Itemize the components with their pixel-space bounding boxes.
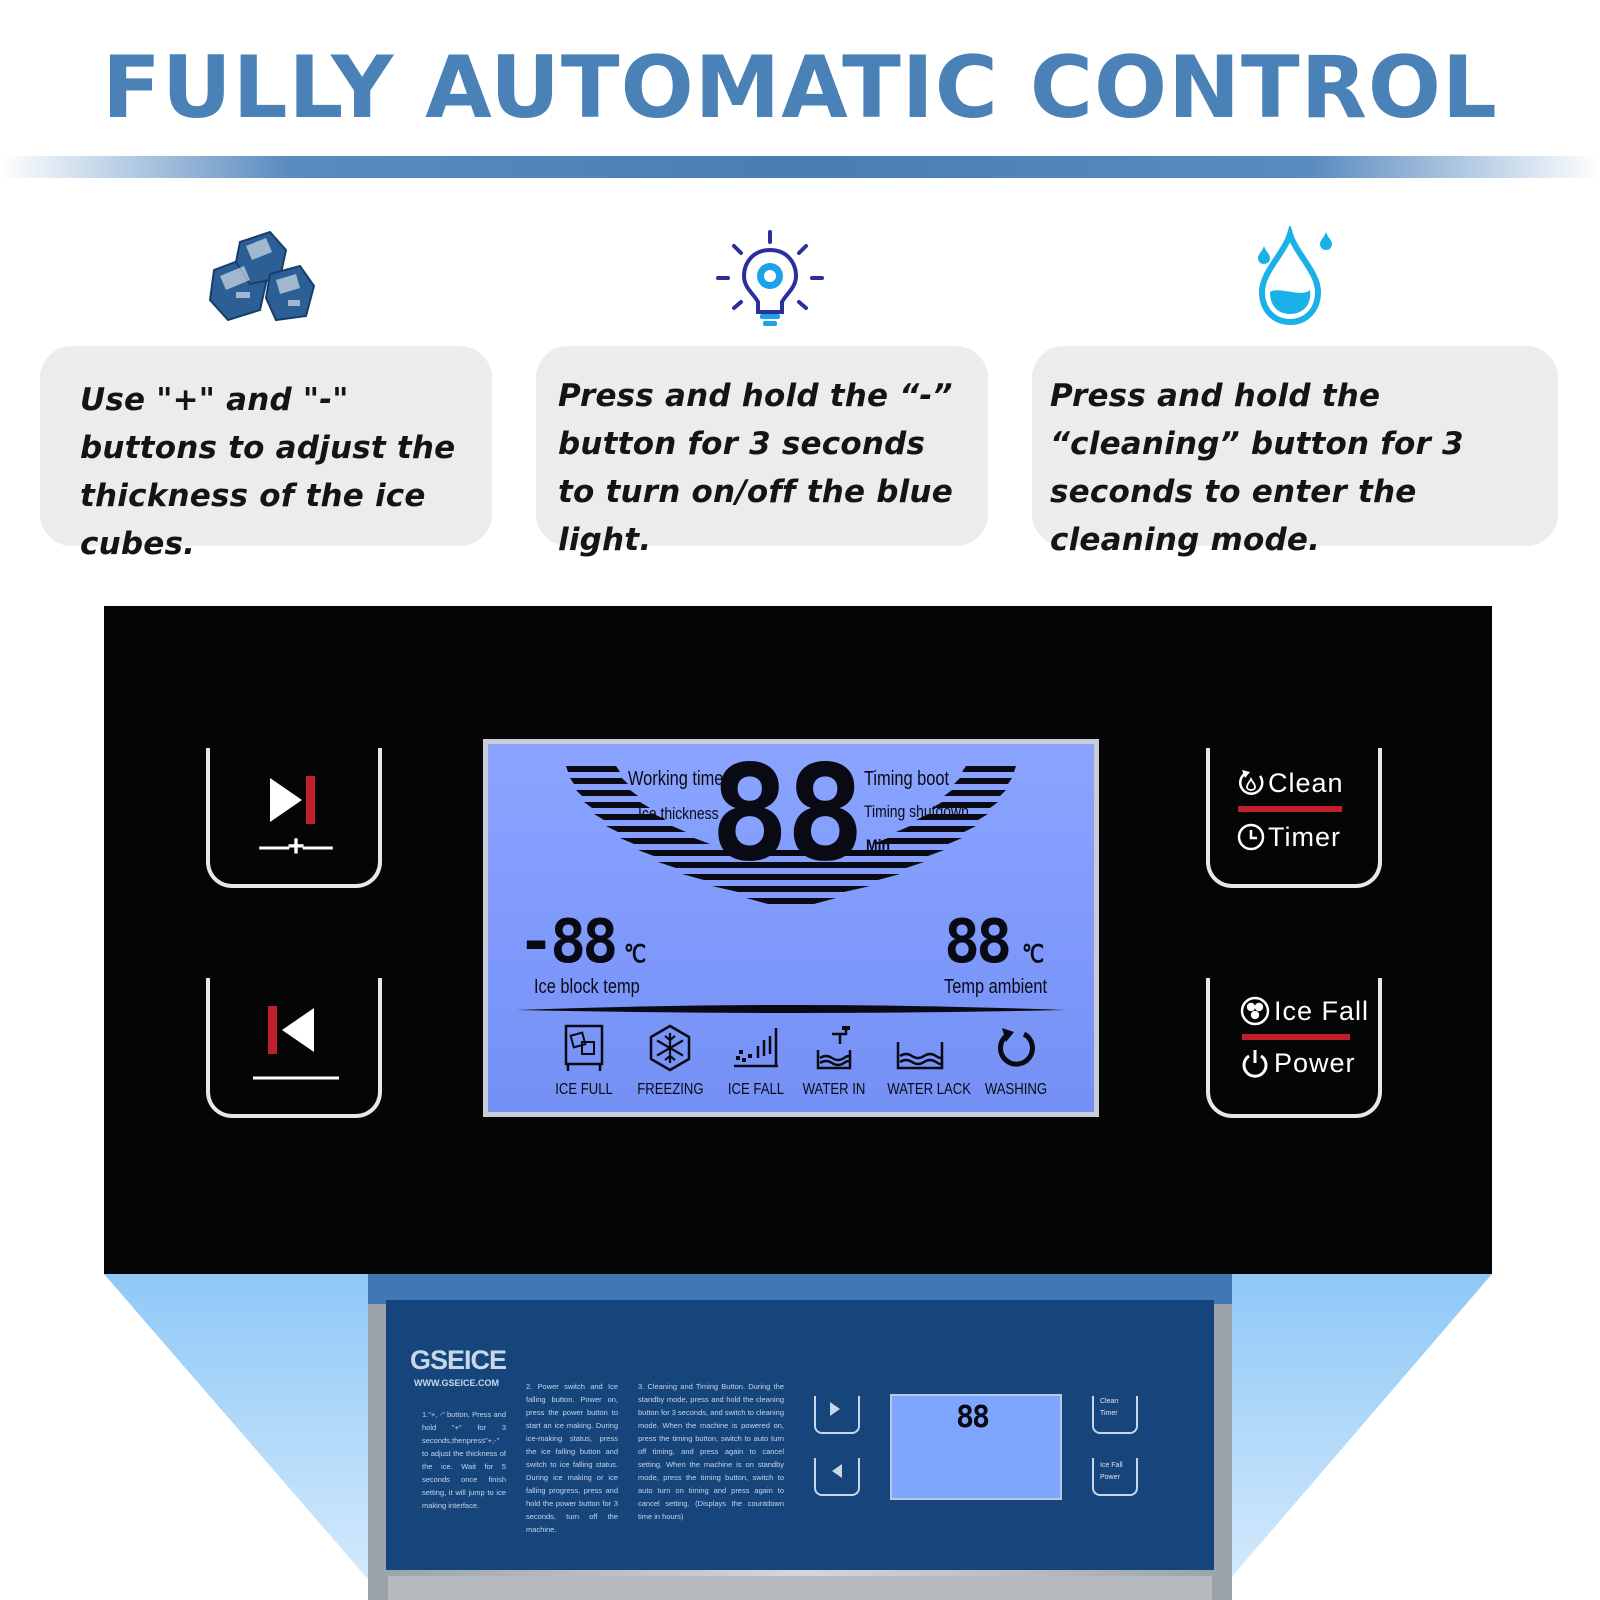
indicator-ice-full: ICE FULL <box>544 1024 624 1099</box>
water-drop-icon <box>1254 226 1340 326</box>
main-digits: 88 <box>710 737 865 891</box>
instruction-1: 1."+, -" button. Press and hold "+" for … <box>422 1410 506 1510</box>
clock-icon <box>1237 823 1265 851</box>
ice-thickness-arc <box>516 766 1066 1013</box>
ambient-digits: 88 <box>944 907 1012 977</box>
feature-card-cleaning: Press and hold the “cleaning” button for… <box>1032 346 1558 558</box>
mini-lcd: 88 <box>890 1394 1062 1500</box>
working-time-label: Working time <box>628 768 724 790</box>
feature-card-thickness: Use "+" and "-" buttons to adjust the th… <box>40 346 492 562</box>
indicator-freezing: FREEZING <box>630 1024 710 1099</box>
ice-block-unit: ℃ <box>624 941 647 968</box>
mini-icefall-power-button: Ice Fall Power <box>1092 1458 1138 1496</box>
snowflake-icon <box>649 1024 691 1072</box>
indicator-label: FREEZING <box>637 1081 704 1098</box>
mini-lcd-digits: 88 <box>956 1400 990 1435</box>
mini-icefall-label: Ice Fall <box>1100 1462 1123 1469</box>
indicator-label: WATER IN <box>802 1081 866 1098</box>
light-bulb-icon <box>716 228 824 328</box>
brand-website: WWW.GSEICE.COM <box>414 1378 499 1388</box>
temp-ambient-label: Temp ambient <box>944 976 1048 998</box>
minus-button[interactable]: ——— <box>206 978 382 1118</box>
mini-minus-button <box>814 1458 860 1496</box>
indicator-label: WASHING <box>984 1081 1048 1098</box>
power-icon <box>1242 1050 1268 1078</box>
clean-label: Clean <box>1268 768 1344 798</box>
faucet-icon <box>816 1026 852 1070</box>
ice-full-icon <box>564 1024 604 1071</box>
instruction-2: 2. Power switch and Ice falling button. … <box>526 1382 618 1534</box>
ice-cubes-icon <box>206 230 318 324</box>
indicator-water-in: WATER IN <box>794 1024 874 1099</box>
skip-back-icon <box>268 1006 314 1054</box>
indicator-washing: WASHING <box>976 1024 1056 1099</box>
mini-power-label: Power <box>1100 1474 1120 1481</box>
ice-thickness-label: Ice thickness <box>638 804 719 823</box>
mini-timer-label: Timer <box>1100 1410 1118 1417</box>
ice-block-digits: -88 <box>518 907 618 977</box>
timer-label: Timer <box>1268 822 1341 852</box>
indicator-water-lack: WATER LACK <box>880 1024 972 1099</box>
indicator-ice-fall: ICE FALL <box>716 1024 796 1099</box>
feature-text: Press and hold the “-” button for 3 seco… <box>558 378 953 558</box>
clean-cycle-icon <box>1239 770 1264 795</box>
mini-clean-label: Clean <box>1100 1398 1119 1405</box>
icefall-power-button[interactable]: Ice Fall Power <box>1206 978 1382 1118</box>
icefall-accent-bar <box>1242 1034 1350 1040</box>
ice-block-temp-label: Ice block temp <box>534 976 640 998</box>
timing-boot-label: Timing boot <box>864 768 950 790</box>
page-title: FULLY AUTOMATIC CONTROL <box>102 38 1498 138</box>
min-label: Min <box>866 836 891 855</box>
ambient-unit: ℃ <box>1022 941 1045 968</box>
mini-clean-timer-button: Clean Timer <box>1092 1396 1138 1434</box>
clean-accent-bar <box>1238 806 1342 812</box>
indicator-label: WATER LACK <box>887 1081 972 1098</box>
play-next-icon <box>270 776 315 824</box>
feature-text: Use "+" and "-" buttons to adjust the th… <box>80 382 456 562</box>
feature-text: Press and hold the “cleaning” button for… <box>1050 378 1464 558</box>
mini-plus-button <box>814 1396 860 1434</box>
timing-shutdown-label: Timing shutdown <box>864 802 969 821</box>
lcd-display: Working time Ice thickness Timing boot T… <box>483 739 1099 1117</box>
instruction-3: 3. Cleaning and Timing Button. During th… <box>638 1382 784 1521</box>
plus-button-label: —+— <box>259 830 333 863</box>
indicator-label: ICE FULL <box>555 1081 613 1098</box>
minus-button-label: ——— <box>253 1060 339 1093</box>
plus-button[interactable]: —+— <box>206 748 382 888</box>
indicator-label: ICE FALL <box>727 1081 785 1098</box>
ice-fall-icon <box>1240 996 1270 1026</box>
clean-timer-button[interactable]: Clean Timer <box>1206 748 1382 888</box>
power-label: Power <box>1274 1048 1356 1078</box>
brand-logo: GSEICE <box>410 1345 507 1375</box>
water-level-icon <box>896 1042 944 1070</box>
washing-cycle-icon <box>997 1028 1035 1067</box>
ice-fall-chute-icon <box>734 1028 778 1068</box>
icefall-label: Ice Fall <box>1274 996 1370 1026</box>
title-divider <box>0 156 1600 178</box>
feature-card-blue-light: Press and hold the “-” button for 3 seco… <box>536 346 988 558</box>
